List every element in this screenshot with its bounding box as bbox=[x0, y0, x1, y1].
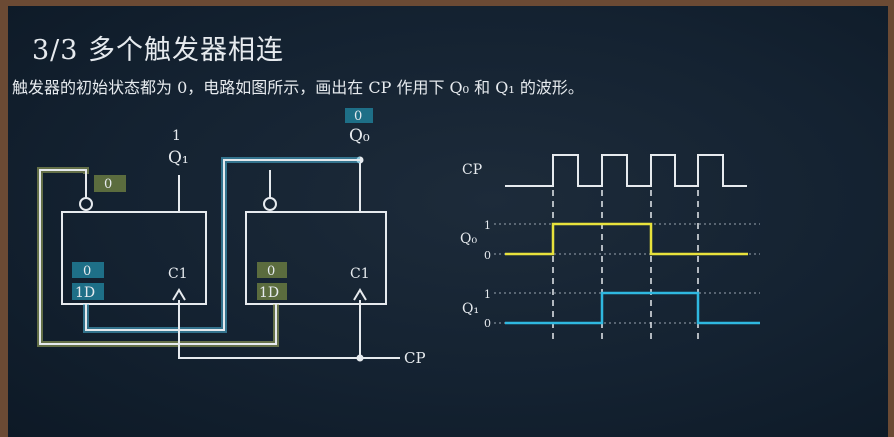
ff0-clock-triangle bbox=[353, 288, 367, 301]
cp-waveform bbox=[505, 154, 747, 187]
ff0-out-value: 0 bbox=[354, 109, 362, 124]
ff0-box bbox=[245, 211, 387, 305]
timing-q1-label: Q₁ bbox=[462, 301, 479, 317]
q0-high-tick: 1 bbox=[484, 219, 491, 232]
ff1-q-state: 0 bbox=[104, 177, 112, 192]
ff0-d-state: 0 bbox=[267, 264, 275, 279]
ff1-box bbox=[61, 211, 207, 305]
ff0-d-label-badge bbox=[257, 283, 287, 300]
ff1-d-label: 1D bbox=[75, 285, 95, 301]
ff1-out-label: Q₁ bbox=[168, 148, 189, 168]
ff0-clk-label: C1 bbox=[350, 266, 370, 282]
ff0-qbar-bubble bbox=[263, 197, 277, 211]
q0-waveform bbox=[505, 222, 748, 256]
ff1-q-state-badge bbox=[94, 175, 126, 192]
ff1-d-state: 0 bbox=[83, 264, 91, 279]
ff0-d-label: 1D bbox=[259, 285, 279, 301]
clock-wires: CP bbox=[178, 300, 426, 367]
ff0-out-label: Q₀ bbox=[349, 126, 370, 146]
flip-flop-1: 1 Q₁ 0 0 1D C1 bbox=[61, 128, 207, 305]
wire-q1bar-to-d0 bbox=[37, 167, 279, 347]
ff1-d-state-badge bbox=[72, 262, 104, 278]
ff1-out-value: 1 bbox=[172, 128, 181, 144]
wire-q0-to-d1 bbox=[83, 157, 360, 333]
q1-high-tick: 1 bbox=[484, 288, 491, 301]
ff0-out-value-badge bbox=[345, 108, 373, 123]
ff0-d-state-badge bbox=[257, 262, 287, 278]
circuit-cp-label: CP bbox=[404, 349, 426, 367]
ff1-d-label-badge bbox=[72, 283, 104, 300]
q0-low-tick: 0 bbox=[484, 249, 491, 262]
slide-title: 3/3 多个触发器相连 bbox=[32, 35, 285, 66]
ff1-qbar-bubble bbox=[79, 197, 93, 211]
timing-cp-label: CP bbox=[462, 162, 482, 178]
slide-subtitle: 触发器的初始状态都为 0，电路如图所示，画出在 CP 作用下 Q₀ 和 Q₁ 的… bbox=[12, 78, 584, 97]
q1-waveform bbox=[505, 291, 760, 325]
chalkboard: 3/3 多个触发器相连 触发器的初始状态都为 0，电路如图所示，画出在 CP 作… bbox=[8, 6, 888, 437]
flip-flop-0: 0 Q₀ 0 1D C1 bbox=[245, 108, 387, 305]
timing-diagram: CP Q₀ Q₁ 1 0 1 0 bbox=[460, 154, 760, 340]
edge-markers bbox=[552, 190, 699, 340]
ff1-clock-triangle bbox=[172, 288, 186, 301]
ff1-clk-label: C1 bbox=[168, 266, 188, 282]
q1-low-tick: 0 bbox=[484, 317, 491, 330]
timing-q0-label: Q₀ bbox=[460, 231, 477, 247]
